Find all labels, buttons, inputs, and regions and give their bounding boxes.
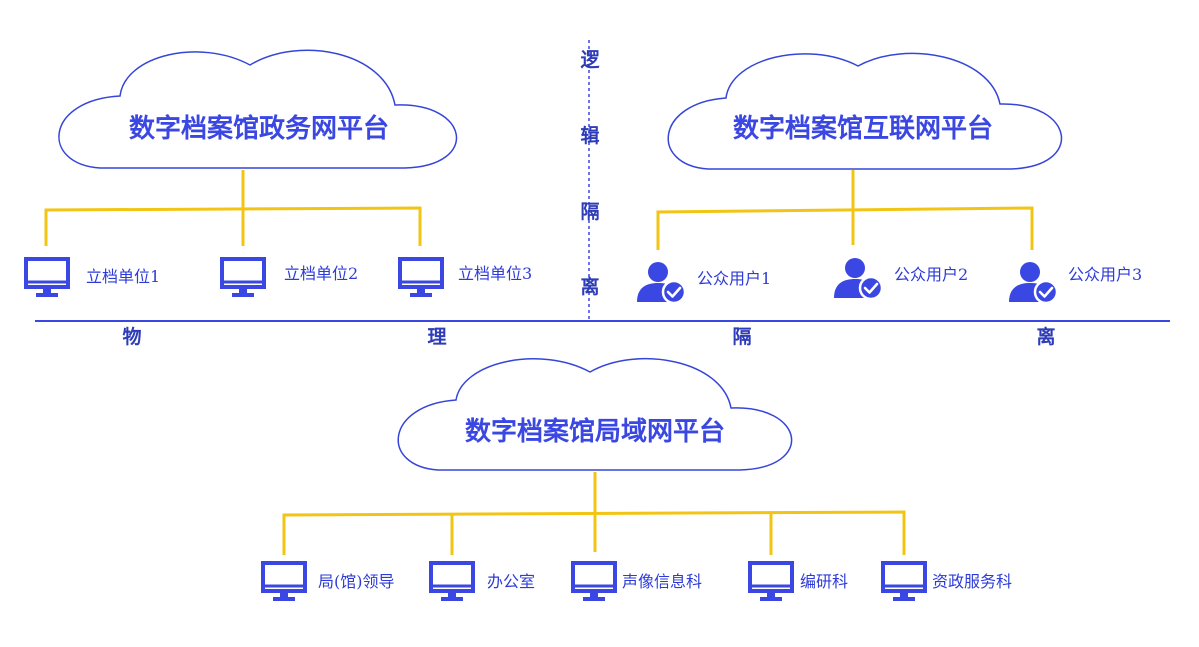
gov-unit-label: 立档单位1 xyxy=(86,267,160,286)
public-user-3[interactable]: 公众用户3 xyxy=(1007,260,1142,305)
user-check-icon xyxy=(1007,260,1059,305)
internet-connectors xyxy=(656,170,1034,250)
lan-dept-label: 编研科 xyxy=(800,572,848,591)
public-user-label: 公众用户3 xyxy=(1068,265,1142,284)
lan-dept-label: 资政服务科 xyxy=(932,572,1012,591)
lan-dept-2[interactable]: 办公室 xyxy=(429,561,535,603)
lan-dept-1[interactable]: 局(馆)领导 xyxy=(261,561,395,603)
user-check-icon xyxy=(832,256,884,301)
internet-cloud-shape xyxy=(667,52,1063,170)
physical-separation-char: 离 xyxy=(1036,325,1055,348)
public-user-1[interactable]: 公众用户1 xyxy=(635,260,771,305)
lan-dept-5[interactable]: 资政服务科 xyxy=(881,561,1012,603)
gov-unit-label: 立档单位3 xyxy=(458,264,532,283)
logical-separation-char: 辑 xyxy=(580,124,599,147)
monitor-icon xyxy=(220,257,266,299)
lan-dept-label: 办公室 xyxy=(487,572,535,591)
logical-separation-char: 隔 xyxy=(580,201,599,223)
gov-unit-2[interactable]: 立档单位2 xyxy=(220,257,358,299)
monitor-icon xyxy=(398,257,444,299)
physical-separation-char: 理 xyxy=(427,326,446,348)
logical-separation-char: 离 xyxy=(580,275,599,298)
lan-dept-label: 局(馆)领导 xyxy=(318,572,395,591)
monitor-icon xyxy=(571,561,617,603)
lan-cloud-shape xyxy=(397,357,793,471)
monitor-icon xyxy=(748,561,794,603)
gov-cloud-shape xyxy=(58,49,458,169)
user-check-icon xyxy=(635,260,687,305)
monitor-icon xyxy=(881,561,927,603)
gov-connectors xyxy=(44,170,422,246)
physical-separation-char: 隔 xyxy=(732,326,751,348)
lan-dept-4[interactable]: 编研科 xyxy=(748,561,848,603)
gov-platform-title: 数字档案馆政务网平台 xyxy=(129,113,389,144)
physical-separation-char: 物 xyxy=(122,325,141,348)
monitor-icon xyxy=(24,257,70,299)
logical-separation-char: 逻 xyxy=(580,49,600,71)
monitor-icon xyxy=(429,561,475,603)
lan-platform-title: 数字档案馆局域网平台 xyxy=(465,416,725,447)
public-user-2[interactable]: 公众用户2 xyxy=(832,256,968,301)
public-user-label: 公众用户2 xyxy=(894,265,968,284)
lan-dept-label: 声像信息科 xyxy=(622,572,702,591)
monitor-icon xyxy=(261,561,307,603)
gov-unit-1[interactable]: 立档单位1 xyxy=(24,257,160,299)
gov-unit-label: 立档单位2 xyxy=(284,264,358,283)
lan-dept-3[interactable]: 声像信息科 xyxy=(571,561,702,603)
internet-platform-title: 数字档案馆互联网平台 xyxy=(733,113,993,144)
gov-unit-3[interactable]: 立档单位3 xyxy=(398,257,532,299)
public-user-label: 公众用户1 xyxy=(697,269,771,288)
lan-connectors xyxy=(282,472,906,555)
